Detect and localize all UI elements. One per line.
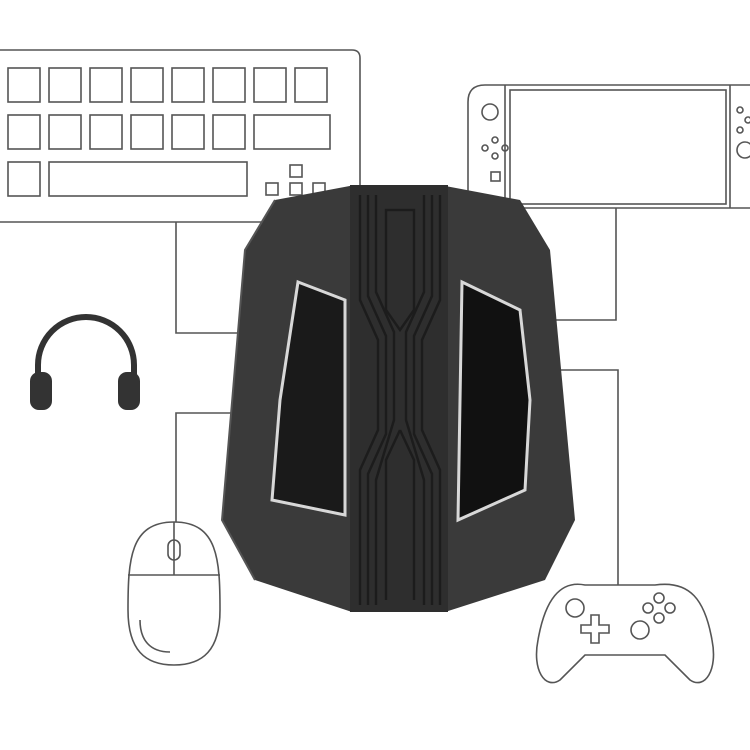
game-console-icon xyxy=(467,84,750,209)
gamepad-icon xyxy=(535,583,715,684)
console-cable xyxy=(545,208,617,321)
right-vent xyxy=(456,279,532,523)
keyboard-icon xyxy=(0,49,361,223)
converter-device xyxy=(220,185,575,612)
gamepad-cable xyxy=(555,369,619,585)
left-vent xyxy=(270,279,347,517)
keyboard-cable xyxy=(175,222,262,334)
headphones-icon xyxy=(30,314,140,410)
mouse-cable xyxy=(175,412,240,522)
mouse-icon xyxy=(127,521,221,666)
